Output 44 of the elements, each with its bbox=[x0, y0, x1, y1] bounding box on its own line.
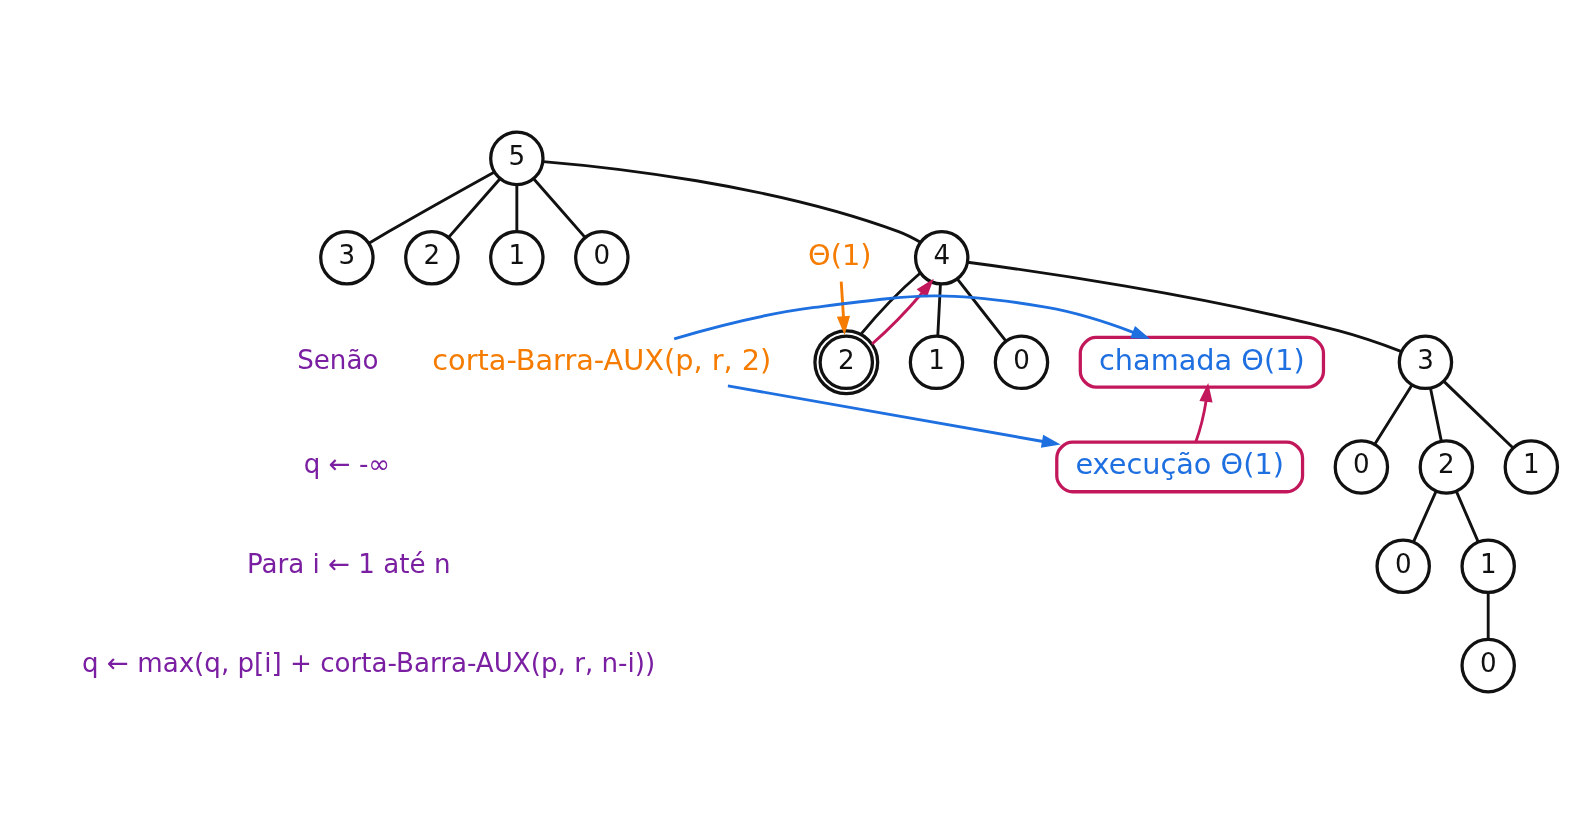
connector bbox=[1486, 592, 1490, 639]
node-circle: 0 bbox=[574, 229, 630, 285]
connector bbox=[1442, 379, 1515, 449]
label: Senão bbox=[297, 344, 379, 375]
arrow bbox=[871, 278, 934, 345]
label: q ← max(q, p[i] + corta-Barra-AUX(p, r, n-i)) bbox=[82, 647, 656, 678]
node-circle: 0 bbox=[1375, 538, 1431, 594]
node-circle: 1 bbox=[1460, 538, 1516, 594]
connector bbox=[368, 170, 495, 244]
connector bbox=[532, 177, 587, 238]
arrow bbox=[836, 281, 850, 335]
node-circle: 2 bbox=[813, 328, 880, 395]
node-circle: 2 bbox=[404, 229, 460, 285]
node-circle: 5 bbox=[489, 130, 545, 186]
node-circle: 1 bbox=[908, 334, 965, 390]
connector bbox=[447, 177, 502, 238]
node-text: corta-Barra-AUX(p, r, 2) bbox=[432, 342, 772, 377]
node-circle: 3 bbox=[1397, 334, 1454, 390]
node-text: Θ(1) bbox=[808, 237, 872, 272]
label: q ← -∞ bbox=[303, 448, 391, 479]
node-circle: 0 bbox=[1460, 637, 1516, 693]
connector bbox=[1429, 387, 1443, 441]
connector bbox=[515, 184, 519, 231]
node-circle: 1 bbox=[489, 229, 545, 285]
connector bbox=[1412, 490, 1438, 542]
node-circle: 1 bbox=[1503, 438, 1560, 495]
arrow bbox=[727, 383, 1061, 448]
node-circle: 0 bbox=[1333, 438, 1390, 495]
arrow bbox=[673, 294, 1151, 340]
connector bbox=[543, 159, 922, 244]
label: Para i ← 1 até n bbox=[246, 548, 451, 579]
connector bbox=[967, 260, 1403, 353]
node-circle: 0 bbox=[993, 334, 1050, 390]
node-circle: 4 bbox=[913, 229, 970, 285]
connector bbox=[1454, 490, 1480, 542]
node-box: execução Θ(1) bbox=[1055, 439, 1305, 493]
connector bbox=[1373, 384, 1414, 445]
node-circle: 2 bbox=[1418, 438, 1475, 495]
arrow bbox=[1194, 382, 1213, 442]
connector bbox=[859, 271, 921, 335]
connector bbox=[936, 283, 942, 336]
node-box: chamada Θ(1) bbox=[1078, 335, 1326, 389]
node-circle: 3 bbox=[319, 229, 375, 285]
connector bbox=[956, 277, 1007, 342]
